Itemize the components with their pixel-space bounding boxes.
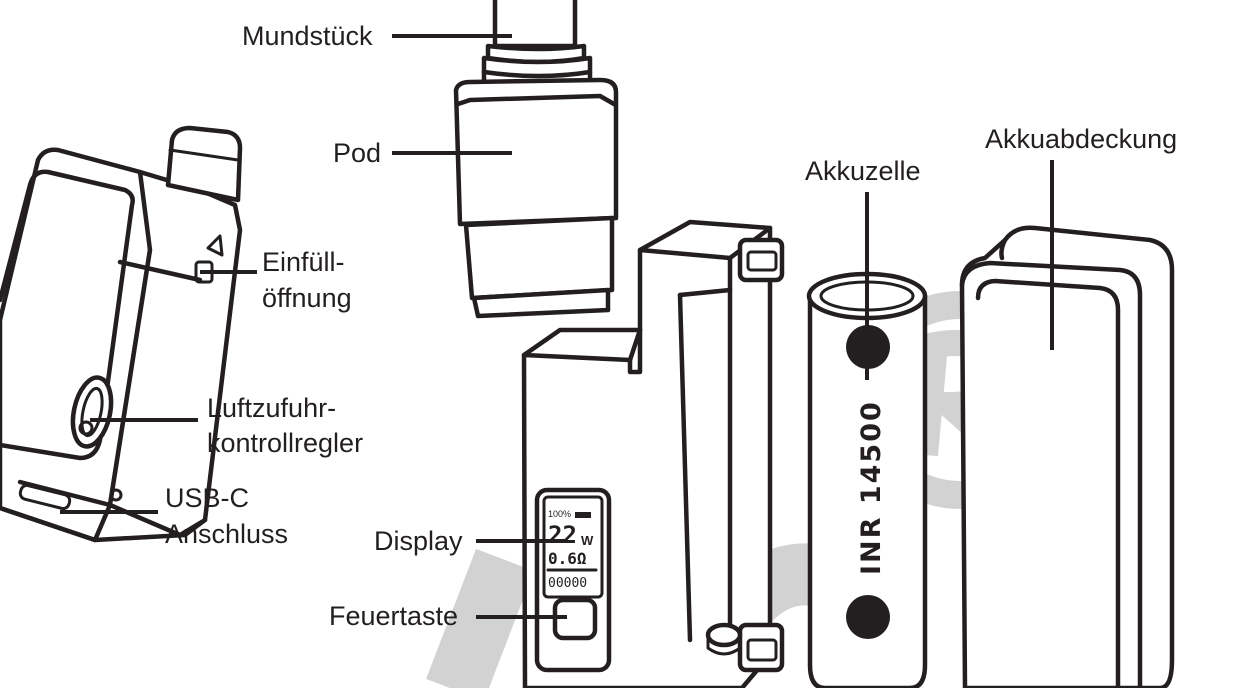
label-battery-cover: Akkuabdeckung bbox=[985, 124, 1178, 154]
label-usb-2: Anschluss bbox=[165, 519, 289, 549]
assembled-device bbox=[0, 125, 243, 543]
screen-wattage: 22 bbox=[548, 521, 577, 549]
label-fill-port-2: öffnung bbox=[262, 283, 352, 313]
label-usb-1: USB-C bbox=[165, 483, 250, 513]
label-fire-button: Feuertaste bbox=[329, 601, 459, 631]
battery-cell: INR 14500 bbox=[806, 271, 928, 688]
battery-marking: INR 14500 bbox=[856, 400, 887, 575]
screen-wattage-unit: W bbox=[581, 533, 594, 548]
label-pod: Pod bbox=[333, 138, 382, 168]
label-mouthpiece: Mundstück bbox=[242, 21, 373, 51]
battery-cover bbox=[959, 225, 1175, 688]
pod-assembly bbox=[453, 0, 619, 319]
label-airflow-2: kontrollregler bbox=[207, 428, 364, 458]
label-display: Display bbox=[374, 526, 463, 556]
label-battery-cell: Akkuzelle bbox=[805, 156, 921, 186]
screen-battery-pct: 100% bbox=[548, 509, 571, 519]
label-fill-port-1: Einfüll- bbox=[262, 247, 345, 277]
device-body: 100% 22 W 0.6Ω 00000 bbox=[521, 219, 785, 688]
label-airflow-1: Luftzufuhr- bbox=[207, 393, 337, 423]
leader-lines bbox=[60, 34, 1054, 619]
screen-resistance: 0.6Ω bbox=[548, 549, 587, 568]
screen-counter: 00000 bbox=[548, 576, 587, 591]
